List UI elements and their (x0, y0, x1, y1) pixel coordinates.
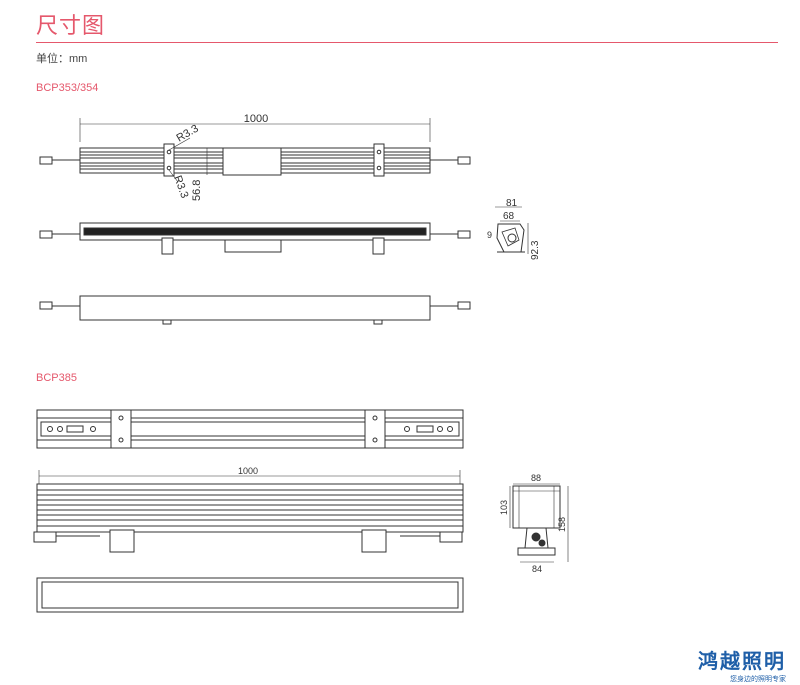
bcp353-bottom-view (39, 295, 471, 325)
bcp353-length-dimension: 1000 (79, 113, 431, 142)
bcp353-side-width-68: 68 (503, 211, 515, 222)
bcp385-side-bottom-width: 84 (532, 564, 542, 574)
brand-logo: 鸿越照明 您身边的照明专家 (698, 652, 786, 684)
bcp385-side-total-height: 158 (557, 517, 567, 532)
bcp385-top-view (36, 409, 464, 449)
bcp385-side-top-width: 88 (531, 473, 541, 483)
bcp353-height-text: 56.8 (191, 180, 203, 201)
bcp353-side-profile (495, 206, 529, 254)
model-label-bcp385: BCP385 (36, 372, 77, 384)
bcp385-front-view (33, 483, 464, 553)
bcp353-side-small: 9 (487, 230, 492, 240)
bcp385-side-profile (509, 483, 569, 563)
bcp353-front-view (39, 222, 471, 255)
page-title: 尺寸图 (36, 13, 106, 38)
bcp385-length-text: 1000 (238, 466, 258, 476)
brand-name: 鸿越照明 (698, 651, 786, 673)
bcp353-side-height: 92.3 (530, 240, 541, 260)
bcp353-side-width-81: 81 (506, 198, 518, 209)
bcp353-top-view (39, 137, 471, 183)
brand-tagline: 您身边的照明专家 (730, 676, 786, 683)
bcp353-radius-top: R3.3 (175, 123, 201, 145)
bcp385-bottom-view (36, 577, 464, 613)
model-label-bcp353: BCP353/354 (36, 82, 99, 94)
unit-label: 单位：mm (36, 53, 88, 65)
bcp385-side-inner-height: 103 (499, 500, 509, 515)
bcp353-length-text: 1000 (244, 113, 268, 125)
bcp353-radius-bottom: R3.3 (171, 174, 190, 200)
title-divider (36, 42, 778, 43)
